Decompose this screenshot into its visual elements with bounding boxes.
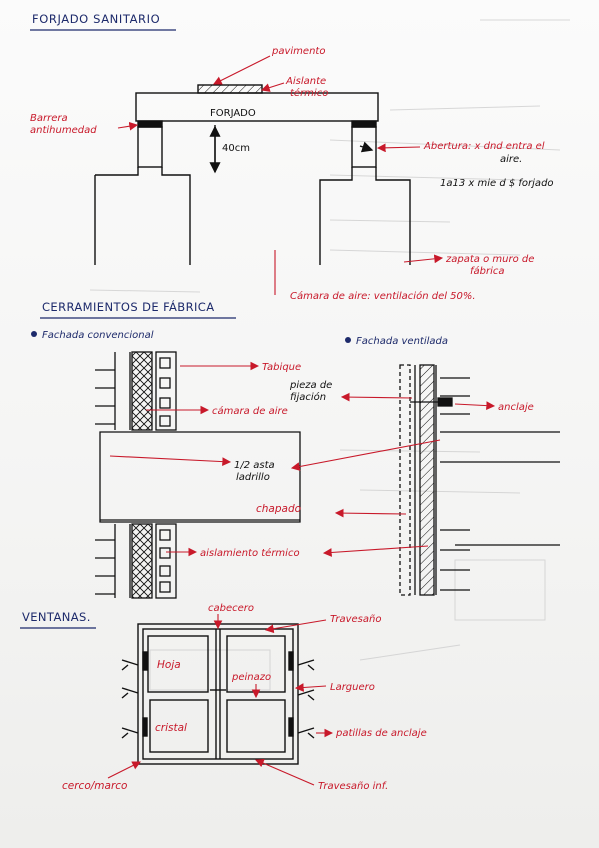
- patillas-label: patillas de anclaje: [335, 728, 427, 739]
- aislamiento-label: aislamiento térmico: [200, 547, 300, 559]
- barrera-label-2: antihumedad: [30, 125, 97, 136]
- chapado-label: chapado: [256, 503, 301, 515]
- peinazo-label: peinazo: [231, 672, 271, 683]
- barrera-arrow: [117, 121, 139, 131]
- travesano-label: Travesaño: [330, 614, 381, 625]
- asta-arrow-right: [290, 439, 441, 471]
- zapata-label-2: fábrica: [470, 265, 505, 277]
- fachada-ventilada-label: Fachada ventilada: [356, 336, 448, 347]
- pieza-label-2: fijación: [290, 391, 326, 403]
- forjado-slab-label: FORJADO: [210, 108, 256, 119]
- aislamiento-arrow-right: [322, 545, 429, 557]
- cerramientos-section: CERRAMIENTOS DE FÁBRICA Fachada convenci…: [31, 299, 560, 599]
- cabecero-label: cabecero: [208, 603, 254, 614]
- anclaje-label: anclaje: [498, 402, 534, 413]
- asta-label-1: 1/2 asta: [234, 460, 275, 471]
- asta-label-2: ladrillo: [236, 472, 270, 483]
- ventanas-section: VENTANAS. cabecero Travesaño: [20, 603, 427, 792]
- travesano-inf-label: Travesaño inf.: [318, 781, 388, 792]
- cerco-arrow: [107, 761, 141, 779]
- zapata-label-1: zapata o muro de: [445, 254, 534, 265]
- abertura-arrow: [376, 143, 421, 153]
- pavimento-label: pavimento: [271, 46, 325, 57]
- larguero-arrow: [294, 683, 327, 692]
- travesano-arrow: [264, 619, 327, 634]
- camara-aire-label: Cámara de aire: ventilación del 50%.: [290, 290, 476, 302]
- forjado-section: FORJADO SANITARIO FORJADO 40cm pavimento: [30, 12, 554, 302]
- aislante-label-1: Aislante: [285, 76, 326, 87]
- facade-ventilated-drawing: [399, 364, 560, 596]
- pavimento-arrow: [213, 55, 271, 85]
- barrera-label-1: Barrera: [30, 113, 68, 124]
- larguero-label: Larguero: [330, 682, 375, 693]
- bullet-ventilada: [345, 337, 351, 343]
- bullet-convencional: [31, 331, 37, 337]
- cristal-label: cristal: [155, 722, 187, 734]
- tabique-label: Tabique: [262, 362, 301, 373]
- pieza-arrow: [340, 392, 413, 402]
- chapado-arrow: [334, 508, 407, 518]
- zapata-arrow: [403, 254, 444, 264]
- cerramientos-title: CERRAMIENTOS DE FÁBRICA: [42, 299, 214, 314]
- asta-arrow-left: [109, 455, 232, 467]
- window-drawing: [121, 623, 315, 765]
- travesano-inf-arrow: [254, 759, 315, 786]
- pieza-label-1: pieza de: [289, 380, 332, 391]
- forjado-height-label: 40cm: [222, 143, 250, 154]
- abertura-label-1: Abertura: x dnd entra el: [423, 141, 545, 152]
- camara-aire-facade-label: cámara de aire: [212, 405, 288, 417]
- abertura-label-2: aire.: [500, 154, 522, 165]
- anclaje-arrow: [454, 401, 496, 410]
- forjado-title: FORJADO SANITARIO: [32, 12, 160, 26]
- ventanas-title: VENTANAS.: [22, 610, 91, 624]
- aislante-arrow: [260, 82, 285, 92]
- forjado-drawing: [94, 84, 411, 265]
- hoja-label: Hoja: [157, 659, 181, 671]
- aislante-label-2: térmico: [290, 87, 328, 99]
- abertura-label-3: 1a13 x mie d $ forjado: [440, 178, 554, 189]
- cerco-label: cerco/marco: [62, 780, 127, 792]
- fachada-convencional-label: Fachada convencional: [42, 330, 154, 341]
